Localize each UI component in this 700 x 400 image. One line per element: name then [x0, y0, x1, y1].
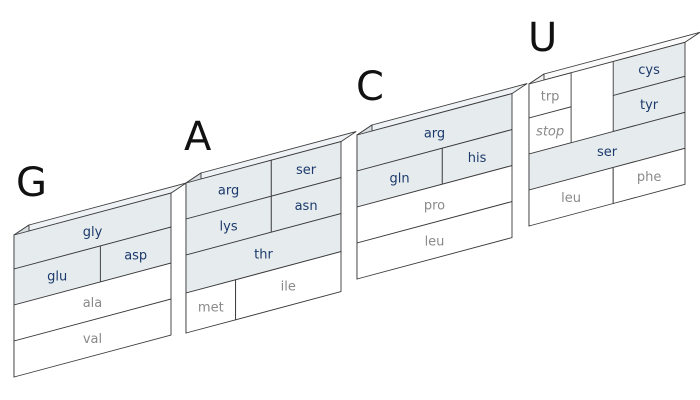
base-letter-g: G	[16, 160, 47, 206]
codon-cell	[13, 298, 172, 378]
codon-label: gln	[390, 172, 410, 187]
base-letter-u: U	[528, 15, 557, 61]
codon-label: trp	[541, 89, 560, 104]
codon-label: arg	[424, 126, 445, 141]
block-u: trp stop cys tyr ser leu phe U	[528, 15, 700, 227]
codon-label: arg	[218, 184, 239, 199]
codon-label: val	[83, 332, 102, 347]
codon-label: gly	[83, 225, 103, 240]
base-letter-c: C	[356, 64, 384, 110]
codon-label: pro	[424, 198, 445, 213]
base-letter-a: A	[184, 114, 212, 160]
codon-label: lys	[220, 220, 238, 235]
codon-label: glu	[47, 270, 67, 285]
block-g: gly glu asp ala val G	[13, 160, 187, 378]
codon-label: tyr	[640, 98, 659, 113]
codon-label: cys	[638, 63, 660, 78]
codon-label: ser	[597, 145, 618, 160]
codon-label: phe	[637, 170, 662, 185]
codon-label: leu	[561, 191, 581, 206]
codon-label: ala	[83, 296, 103, 311]
codon-label: leu	[425, 234, 445, 249]
codon-cell	[235, 251, 342, 321]
block-c: arg gln his pro leu C	[356, 64, 528, 280]
codon-label: ser	[296, 163, 317, 178]
codon-cell	[612, 147, 686, 204]
codon-label: stop	[536, 124, 564, 139]
block-a: arg ser lys asn thr met ile A	[184, 114, 357, 334]
codon-label: met	[198, 300, 224, 315]
codon-cell	[356, 201, 513, 280]
codon-label: his	[468, 151, 487, 166]
codon-label: ile	[281, 280, 296, 295]
codon-label: asn	[295, 199, 318, 214]
codon-label: thr	[254, 247, 273, 262]
codon-label: asp	[124, 249, 147, 264]
